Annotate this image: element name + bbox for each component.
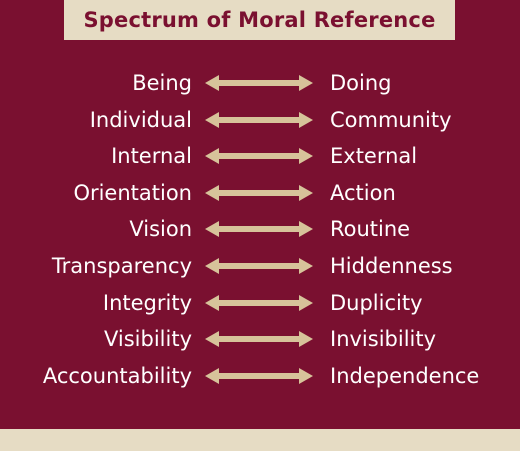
left-term: Transparency [51,254,192,278]
right-term: Community [330,107,452,132]
right-term: Action [330,180,396,205]
double-arrow-icon [205,75,313,91]
double-arrow-icon [205,331,313,348]
spectrum-row: Internal External [0,138,520,174]
spectrum-row: Accountability Independence [0,358,520,394]
double-arrow-icon [205,294,313,311]
right-term: External [330,144,418,169]
spectrum-row: Visibility Invisibility [0,321,520,357]
spectrum-row: Integrity Duplicity [0,285,520,321]
double-arrow-icon [205,148,313,165]
left-term: Being [132,71,192,95]
bottom-strip [0,429,520,451]
right-term: Hiddenness [330,254,453,278]
right-term: Duplicity [330,290,423,315]
left-term: Vision [129,217,192,242]
left-term: Orientation [73,180,192,205]
spectrum-row: Vision Routine [0,211,520,247]
spectrum-row: Being Doing [0,65,520,101]
spectrum-row: Transparency Hiddenness [0,248,520,284]
left-term: Individual [89,107,192,132]
left-term: Internal [111,144,192,169]
right-term: Invisibility [330,327,437,352]
spectrum-row: Orientation Action [0,175,520,211]
double-arrow-icon [205,184,313,201]
double-arrow-icon [205,258,313,274]
right-term: Doing [330,71,392,95]
title-banner: Spectrum of Moral Reference [64,0,455,40]
spectrum-row: Individual Community [0,102,520,138]
left-term: Visibility [103,327,192,352]
right-term: Independence [330,363,480,388]
double-arrow-icon [205,111,313,128]
double-arrow-icon [205,367,313,384]
double-arrow-icon [205,221,313,238]
left-term: Integrity [102,290,192,315]
left-term: Accountability [42,363,192,388]
diagram-title: Spectrum of Moral Reference [83,8,436,32]
right-term: Routine [330,217,411,242]
